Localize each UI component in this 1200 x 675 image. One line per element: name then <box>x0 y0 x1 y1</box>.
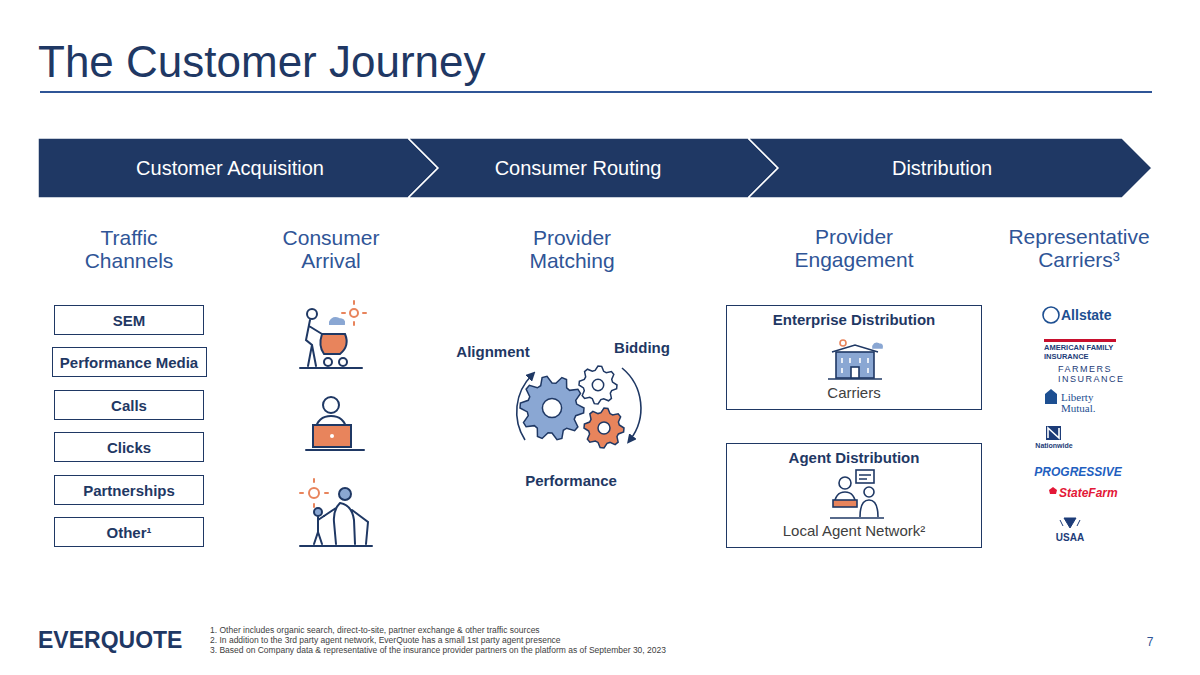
laptop-user-icon <box>306 397 364 450</box>
carrier-logo: Nationwide <box>1019 442 1089 450</box>
chevron-fill <box>38 138 438 198</box>
carrier-logo: Liberty Mutual. <box>1061 392 1121 414</box>
gear <box>584 408 624 448</box>
column-header: Provider Matching <box>507 226 637 272</box>
gear <box>579 366 617 404</box>
box-body: Carriers <box>827 384 880 401</box>
footnote: 3. Based on Company data & representativ… <box>210 646 910 655</box>
channel-label: Clicks <box>107 439 151 456</box>
column-header: Representative Carriers³ <box>996 225 1162 271</box>
chevron-fill <box>748 138 1152 198</box>
carrier-logo: FARMERS INSURANCE <box>1058 365 1128 385</box>
building-icon <box>828 340 882 379</box>
box-body: Local Agent Network² <box>783 522 926 539</box>
channel-box: Partnerships <box>54 475 204 505</box>
distribution-box: Agent DistributionLocal Agent Network² <box>726 443 982 548</box>
box-heading: Agent Distribution <box>789 449 920 466</box>
distribution-box: Enterprise DistributionCarriers <box>726 305 982 410</box>
box-heading: Enterprise Distribution <box>773 311 936 328</box>
company-logo: EVERQUOTE <box>38 628 208 653</box>
carrier-logo: AMERICAN FAMILY INSURANCE <box>1044 343 1120 362</box>
agent-icon <box>830 470 884 518</box>
stage-chevron: Consumer Routing <box>408 138 778 198</box>
channel-box: Performance Media <box>52 347 207 377</box>
stage-chevron: Customer Acquisition <box>38 138 438 198</box>
gears-icon <box>520 366 624 448</box>
channel-box: Calls <box>54 390 204 420</box>
column-header: Provider Engagement <box>779 225 929 271</box>
gear-label: Performance <box>511 473 631 490</box>
channel-box: SEM <box>54 305 204 335</box>
stage-label: Consumer Routing <box>495 157 662 180</box>
carrier-logo: PROGRESSIVE <box>1028 466 1128 479</box>
gear <box>520 376 584 439</box>
cycle-arrow <box>517 375 532 440</box>
family-icon <box>300 479 372 546</box>
channel-label: SEM <box>113 312 146 329</box>
carrier-logo: Allstate <box>1061 308 1141 323</box>
cycle-arrow <box>622 368 641 440</box>
channel-label: Calls <box>111 397 147 414</box>
column-header: Traffic Channels <box>64 226 194 272</box>
slide-title: The Customer Journey <box>38 38 486 86</box>
footnote: 2. In addition to the 3rd party agent ne… <box>210 636 910 645</box>
channel-label: Partnerships <box>83 482 175 499</box>
gear-hub <box>598 422 610 434</box>
title-rule <box>40 91 1152 93</box>
footnote: 1. Other includes organic search, direct… <box>210 626 910 635</box>
stage-label: Distribution <box>892 157 992 180</box>
stroller-icon <box>300 301 366 368</box>
gear-label: Alignment <box>443 344 543 361</box>
channel-box: Clicks <box>54 432 204 462</box>
column-header: Consumer Arrival <box>266 226 396 272</box>
gear-hub <box>592 379 603 390</box>
chevron-fill <box>408 138 778 198</box>
carrier-logo: StateFarm <box>1059 487 1129 500</box>
stage-label: Customer Acquisition <box>136 157 324 180</box>
channel-label: Performance Media <box>60 354 198 371</box>
carrier-logo: USAA <box>1045 532 1095 543</box>
gear-label: Bidding <box>597 340 687 357</box>
stage-chevron: Distribution <box>748 138 1152 198</box>
channel-box: Other¹ <box>54 517 204 547</box>
page-number: 7 <box>1140 636 1160 649</box>
gear-hub <box>542 398 561 417</box>
channel-label: Other¹ <box>107 524 152 541</box>
